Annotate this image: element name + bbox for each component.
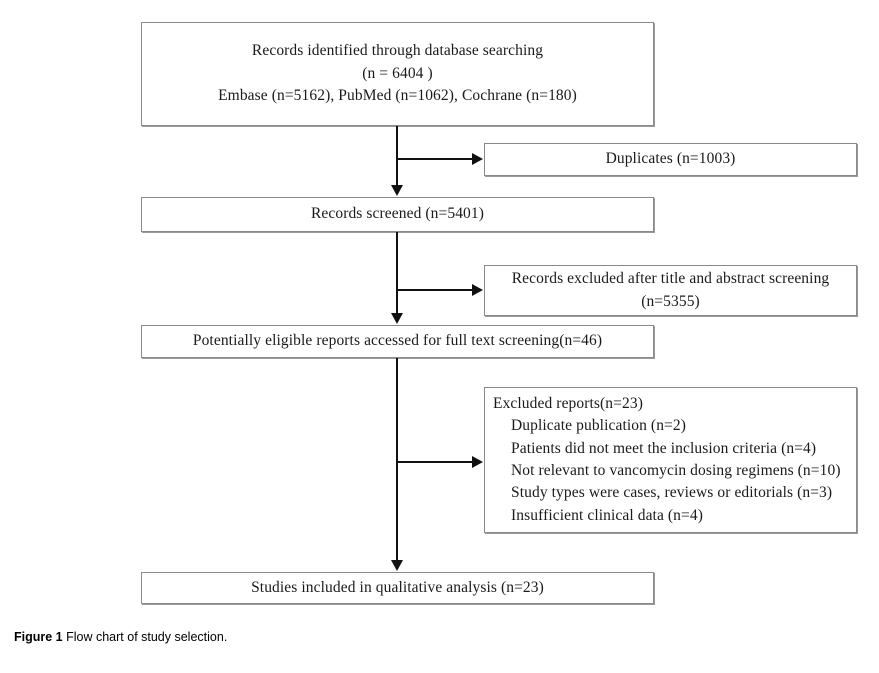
node-line: Study types were cases, reviews or edito… bbox=[511, 484, 833, 502]
node-records-screened: Records screened (n=5401) bbox=[141, 197, 654, 232]
node-line: (n = 6404 ) bbox=[362, 64, 433, 82]
figure-caption-label: Figure 1 bbox=[14, 630, 63, 644]
node-line: Not relevant to vancomycin dosing regime… bbox=[511, 462, 841, 479]
arrow-right-icon bbox=[472, 284, 483, 296]
connector-identified-to-duplicates bbox=[396, 158, 473, 160]
figure-caption-text: Flow chart of study selection. bbox=[66, 630, 228, 644]
node-line: Duplicates (n=1003) bbox=[605, 150, 736, 168]
node-line: Records identified through database sear… bbox=[251, 42, 544, 60]
arrow-down-icon bbox=[391, 313, 403, 324]
arrow-down-icon bbox=[391, 560, 403, 571]
connector-screened-to-fulltext bbox=[396, 232, 398, 314]
node-records-identified: Records identified through database sear… bbox=[141, 22, 654, 126]
arrow-right-icon bbox=[472, 456, 483, 468]
arrow-down-icon bbox=[391, 185, 403, 196]
node-line: Potentially eligible reports accessed fo… bbox=[192, 332, 603, 350]
node-line: Records screened (n=5401) bbox=[310, 205, 485, 223]
node-line: Studies included in qualitative analysis… bbox=[251, 578, 544, 596]
arrow-right-icon bbox=[472, 153, 483, 165]
node-excluded-reports: Excluded reports(n=23) Duplicate publica… bbox=[484, 387, 857, 533]
node-full-text-screening: Potentially eligible reports accessed fo… bbox=[141, 325, 654, 358]
connector-screened-to-excluded bbox=[396, 289, 473, 291]
node-line: (n=5355) bbox=[641, 292, 700, 310]
node-line: Records excluded after title and abstrac… bbox=[511, 270, 830, 288]
node-line: Insufficient clinical data (n=4) bbox=[511, 506, 703, 524]
node-studies-included: Studies included in qualitative analysis… bbox=[141, 572, 654, 604]
node-duplicates: Duplicates (n=1003) bbox=[484, 143, 857, 176]
node-records-excluded-title-abstract: Records excluded after title and abstrac… bbox=[484, 265, 857, 316]
figure-caption: Figure 1 Flow chart of study selection. bbox=[14, 630, 227, 644]
node-line: Embase (n=5162), PubMed (n=1062), Cochra… bbox=[218, 87, 577, 105]
node-line: Patients did not meet the inclusion crit… bbox=[511, 439, 817, 457]
node-line: Excluded reports(n=23) bbox=[493, 394, 643, 412]
connector-fulltext-to-included bbox=[396, 358, 398, 561]
node-line: Duplicate publication (n=2) bbox=[511, 417, 687, 435]
connector-fulltext-to-excluded-reports bbox=[396, 461, 473, 463]
connector-identified-to-screened bbox=[396, 126, 398, 186]
